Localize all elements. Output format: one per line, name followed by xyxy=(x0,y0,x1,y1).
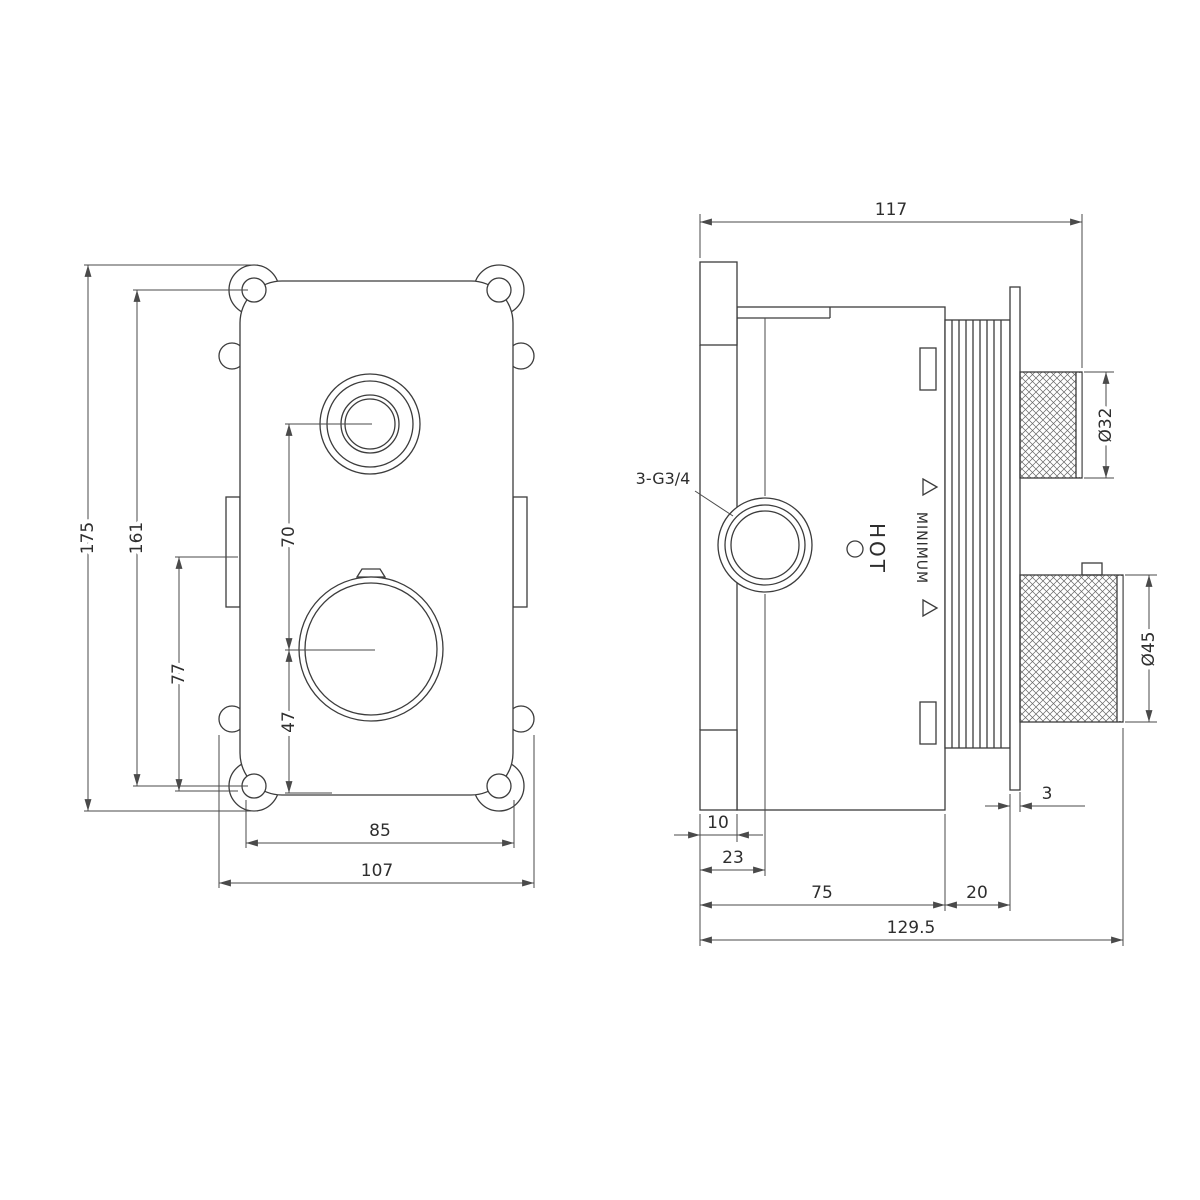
leader-line xyxy=(694,490,734,517)
extension-line xyxy=(84,264,258,812)
side-view-dimensions: 117 Ø32 Ø45 3-G3/4 3 10 23 xyxy=(632,196,1163,946)
bottom-knob xyxy=(298,568,444,722)
dim-knob-spacing: 70 xyxy=(279,526,299,548)
top-knob-knurl xyxy=(1019,371,1083,479)
dim-mounting-height: 161 xyxy=(127,522,147,554)
hot-label: HOT xyxy=(865,523,889,575)
minimum-label: MINIMUM xyxy=(913,512,929,584)
dim-flange-depth: 10 xyxy=(707,813,729,833)
side-view: HOT MINIMUM 117 xyxy=(632,196,1163,946)
indicator-pin xyxy=(846,540,864,558)
extension-line xyxy=(133,289,248,787)
dim-plate-thickness: 3 xyxy=(1042,784,1053,804)
wall-plate xyxy=(1009,286,1021,791)
lug-hole xyxy=(486,277,512,303)
bottom-knob-knurl xyxy=(1019,574,1124,723)
dim-knob-to-bottom: 47 xyxy=(279,711,299,733)
bottom-knob-ring xyxy=(304,582,438,716)
valve-body: HOT MINIMUM xyxy=(699,261,946,876)
front-view: 175 161 77 70 47 85 107 xyxy=(74,264,535,888)
extension-line xyxy=(285,423,375,794)
dim-body-depth: 75 xyxy=(811,883,833,903)
dim-overall-width: 107 xyxy=(361,861,393,881)
bottom-knob-tab xyxy=(1081,562,1103,576)
bottom-flange xyxy=(699,729,738,811)
rib-stack xyxy=(944,319,1011,749)
dim-top-knob-diameter: Ø32 xyxy=(1096,407,1116,442)
lug-hole xyxy=(486,773,512,799)
dim-overall-height: 175 xyxy=(78,522,98,554)
inlet-pipe xyxy=(737,307,831,319)
dim-tab-to-bottom: 77 xyxy=(169,663,189,685)
rib-lines xyxy=(951,320,1002,748)
minimum-arrow-icon xyxy=(922,477,939,618)
dim-inlet-offset: 23 xyxy=(722,848,744,868)
rib-stack-outline xyxy=(944,319,1011,749)
knob-stem xyxy=(355,568,387,578)
body-clip xyxy=(919,347,937,391)
body-clip xyxy=(919,701,937,745)
dim-rib-depth: 20 xyxy=(966,883,988,903)
extension-line xyxy=(218,735,535,888)
extension-line xyxy=(699,728,1124,946)
front-view-dimensions: 175 161 77 70 47 85 107 xyxy=(74,264,535,888)
dim-body-width: 117 xyxy=(875,200,907,220)
inlet-thread-label: 3-G3/4 xyxy=(636,469,691,488)
dim-bottom-knob-diameter: Ø45 xyxy=(1139,631,1159,666)
top-knob-cap xyxy=(1076,373,1082,477)
top-flange xyxy=(699,261,738,346)
inlet-port-bore xyxy=(730,510,800,580)
side-tab xyxy=(225,496,241,608)
side-tab xyxy=(512,496,528,608)
dim-mounting-width: 85 xyxy=(369,821,391,841)
extension-line xyxy=(175,556,238,792)
bottom-knob-cap xyxy=(1117,576,1123,721)
dim-overall-depth: 129.5 xyxy=(887,918,936,938)
top-knurled-knob xyxy=(1019,371,1083,479)
bottom-knurled-knob xyxy=(1019,562,1124,723)
